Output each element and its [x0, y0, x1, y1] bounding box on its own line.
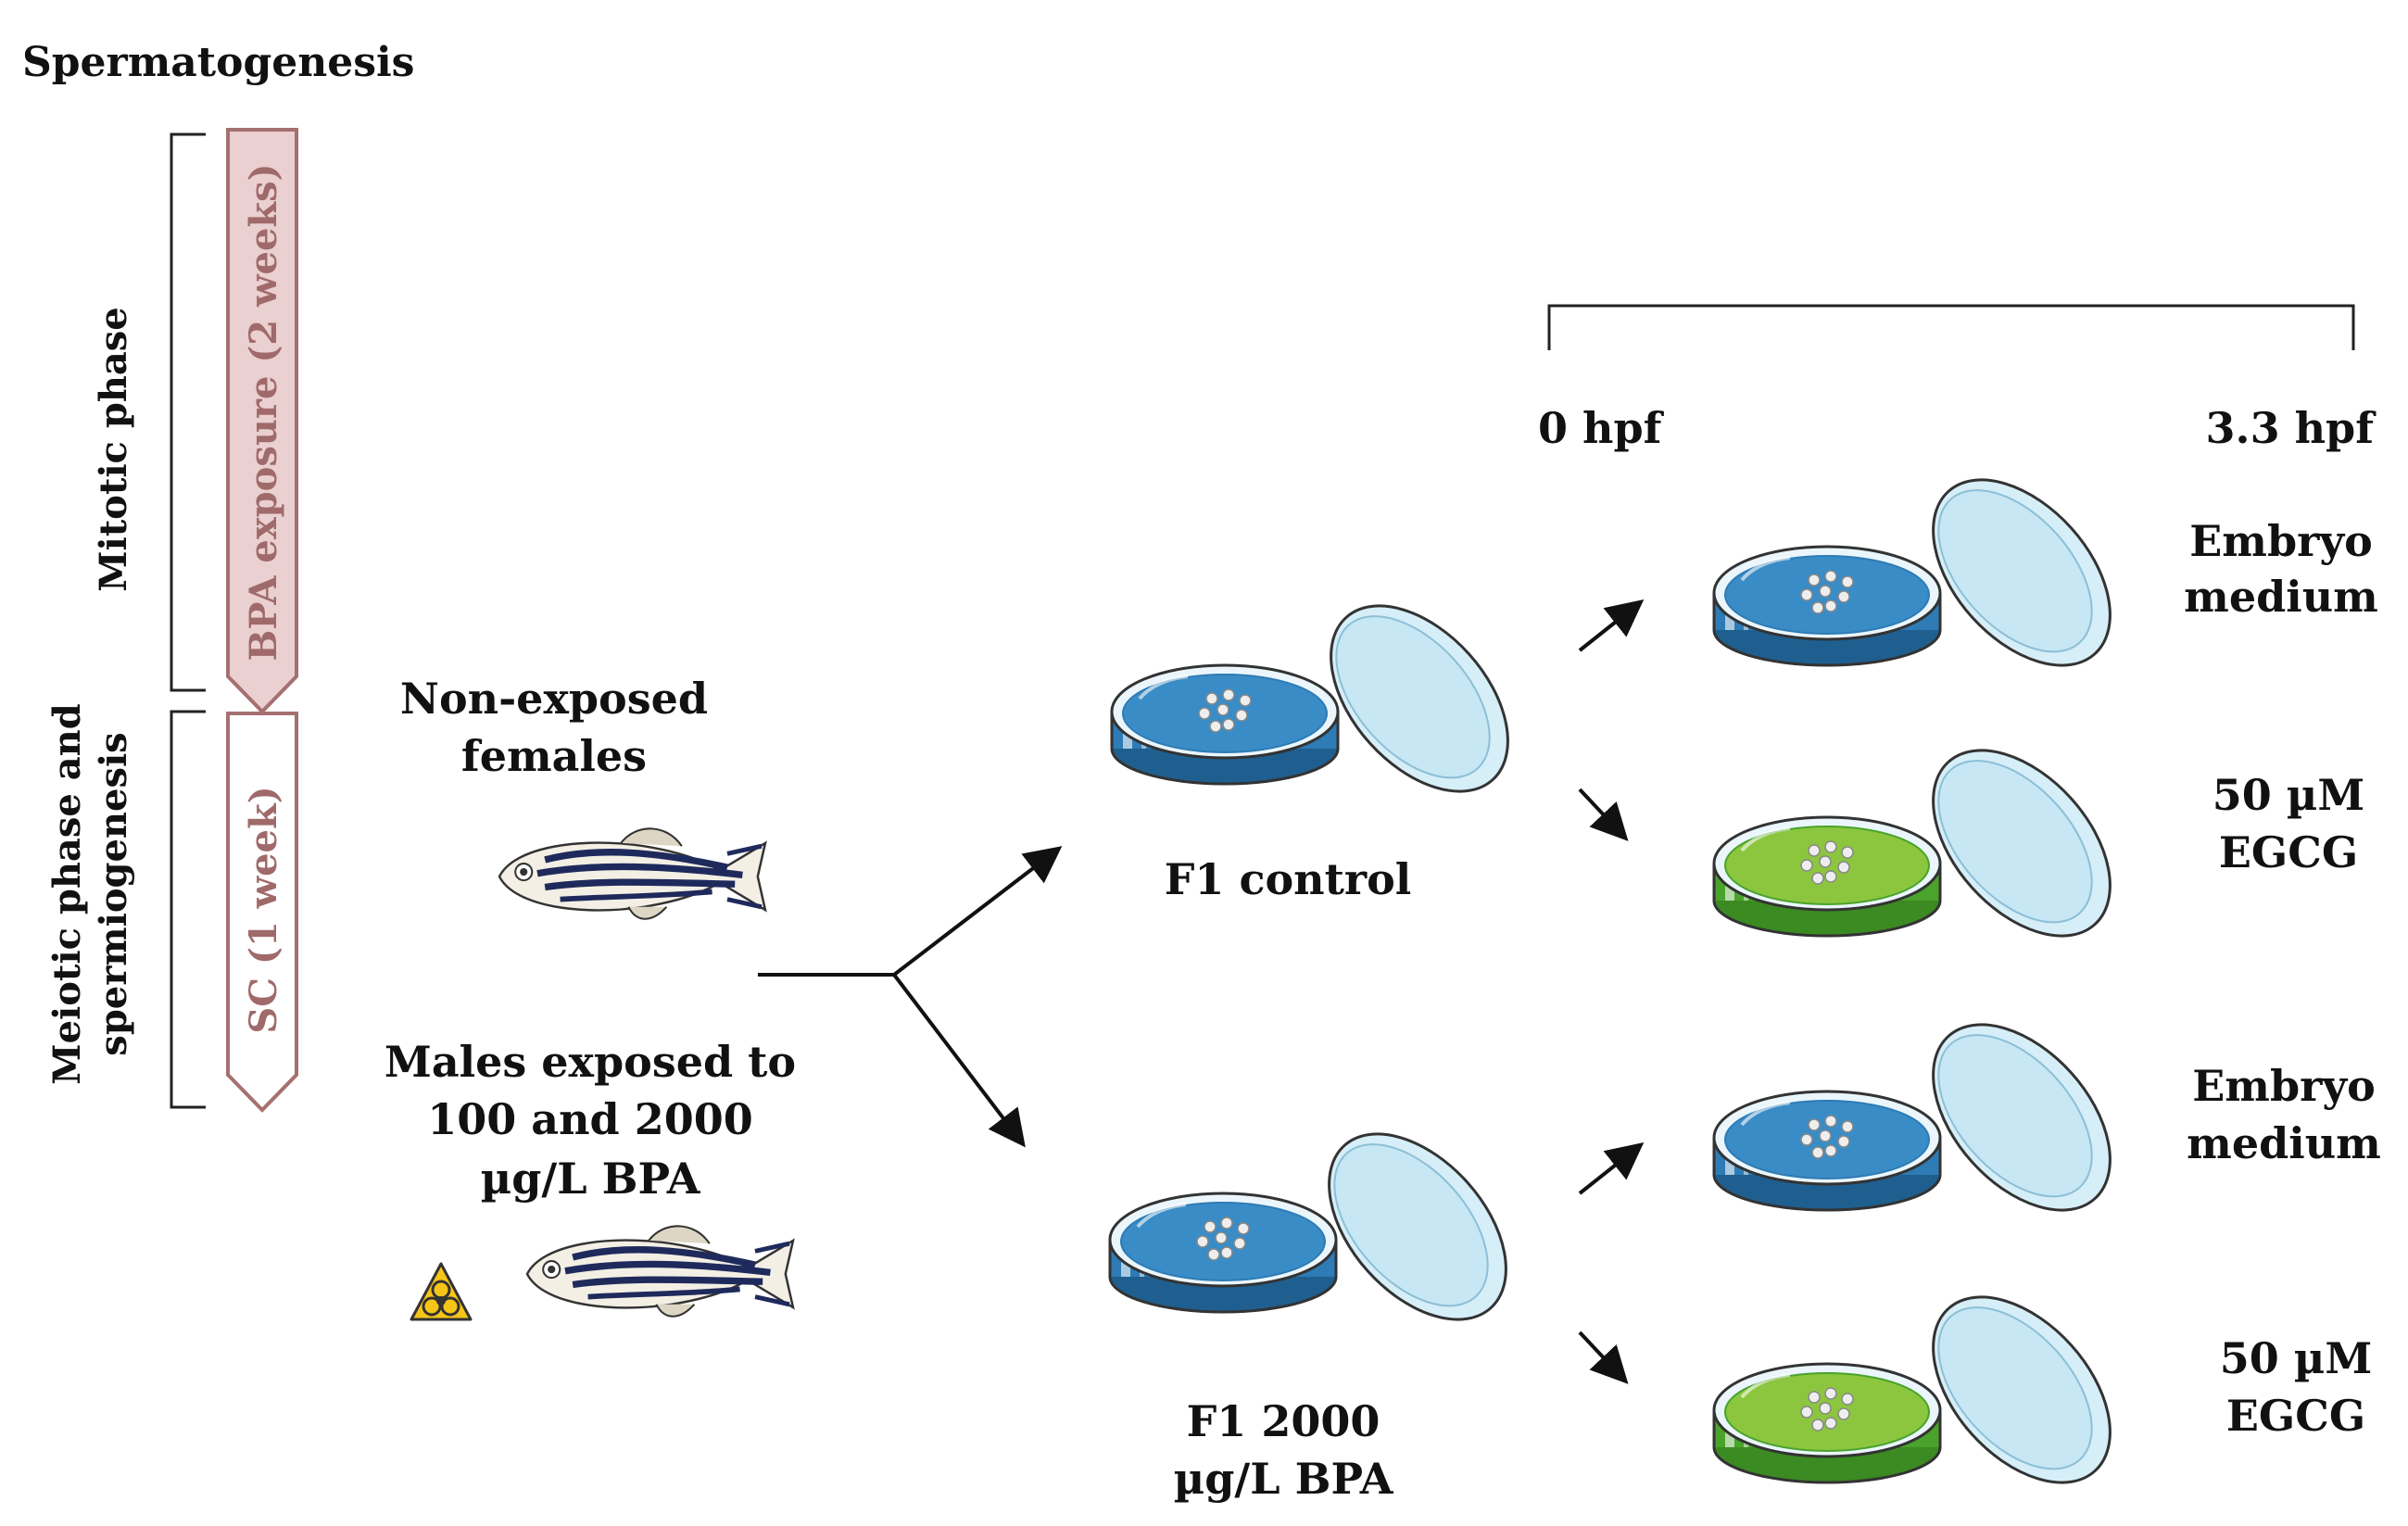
treatment-label-line1: Embryo [2192, 1061, 2376, 1111]
time-bracket [1547, 304, 2355, 350]
embryo-medium-dish-icon [1712, 445, 2146, 700]
females-label-line1: Non-exposed [400, 674, 708, 724]
sc-arrow [226, 712, 298, 1113]
mitotic-phase-label: Mitotic phase [92, 307, 135, 592]
treatment-label-line2: medium [2184, 572, 2378, 622]
treatment-label-line2: medium [2187, 1118, 2381, 1168]
treatment-label-line1: 50 µM [2220, 1333, 2373, 1383]
female-zebrafish-icon [499, 828, 765, 918]
meiotic-phase-label-line2: spermiogenesis [92, 732, 135, 1055]
egcg-dish-icon [1712, 715, 2146, 971]
mitotic-bracket [170, 132, 206, 692]
bpa-exposure-label: BPA exposure (2 weeks) [242, 163, 285, 661]
males-label-line1: Males exposed to [385, 1037, 796, 1087]
sc-label: SC (1 week) [242, 786, 285, 1033]
f1-control-label: F1 control [1165, 854, 1411, 904]
f1-bpa-label-line2: µg/L BPA [1174, 1454, 1394, 1504]
time-end-label: 3.3 hpf [2206, 403, 2377, 453]
bpa-exposure-arrow [226, 128, 298, 714]
males-label-line3: µg/L BPA [481, 1154, 701, 1204]
time-start-label: 0 hpf [1538, 403, 1665, 453]
title: Spermatogenesis [22, 39, 414, 86]
meiotic-bracket [170, 710, 206, 1109]
males-label-line2: 100 and 2000 [427, 1094, 753, 1144]
male-zebrafish-icon [527, 1226, 793, 1316]
treatment-label-line1: Embryo [2189, 516, 2373, 566]
f1-bpa-dish-icon [1108, 1099, 1542, 1355]
females-label-line2: females [461, 731, 647, 781]
treatment-arrows [1578, 599, 1645, 1384]
egcg-dish-icon [1712, 1262, 2146, 1518]
biohazard-icon [410, 1262, 473, 1321]
meiotic-phase-label-line1: Meiotic phase and [45, 703, 89, 1084]
f1-bpa-label-line1: F1 2000 [1187, 1396, 1381, 1446]
treatment-label-line2: EGCG [2226, 1391, 2365, 1441]
embryo-medium-dish-icon [1712, 990, 2146, 1245]
cross-arrows [758, 846, 1063, 1148]
treatment-label-line2: EGCG [2219, 827, 2358, 877]
treatment-label-line1: 50 µM [2213, 770, 2365, 820]
f1-control-dish-icon [1110, 571, 1544, 826]
